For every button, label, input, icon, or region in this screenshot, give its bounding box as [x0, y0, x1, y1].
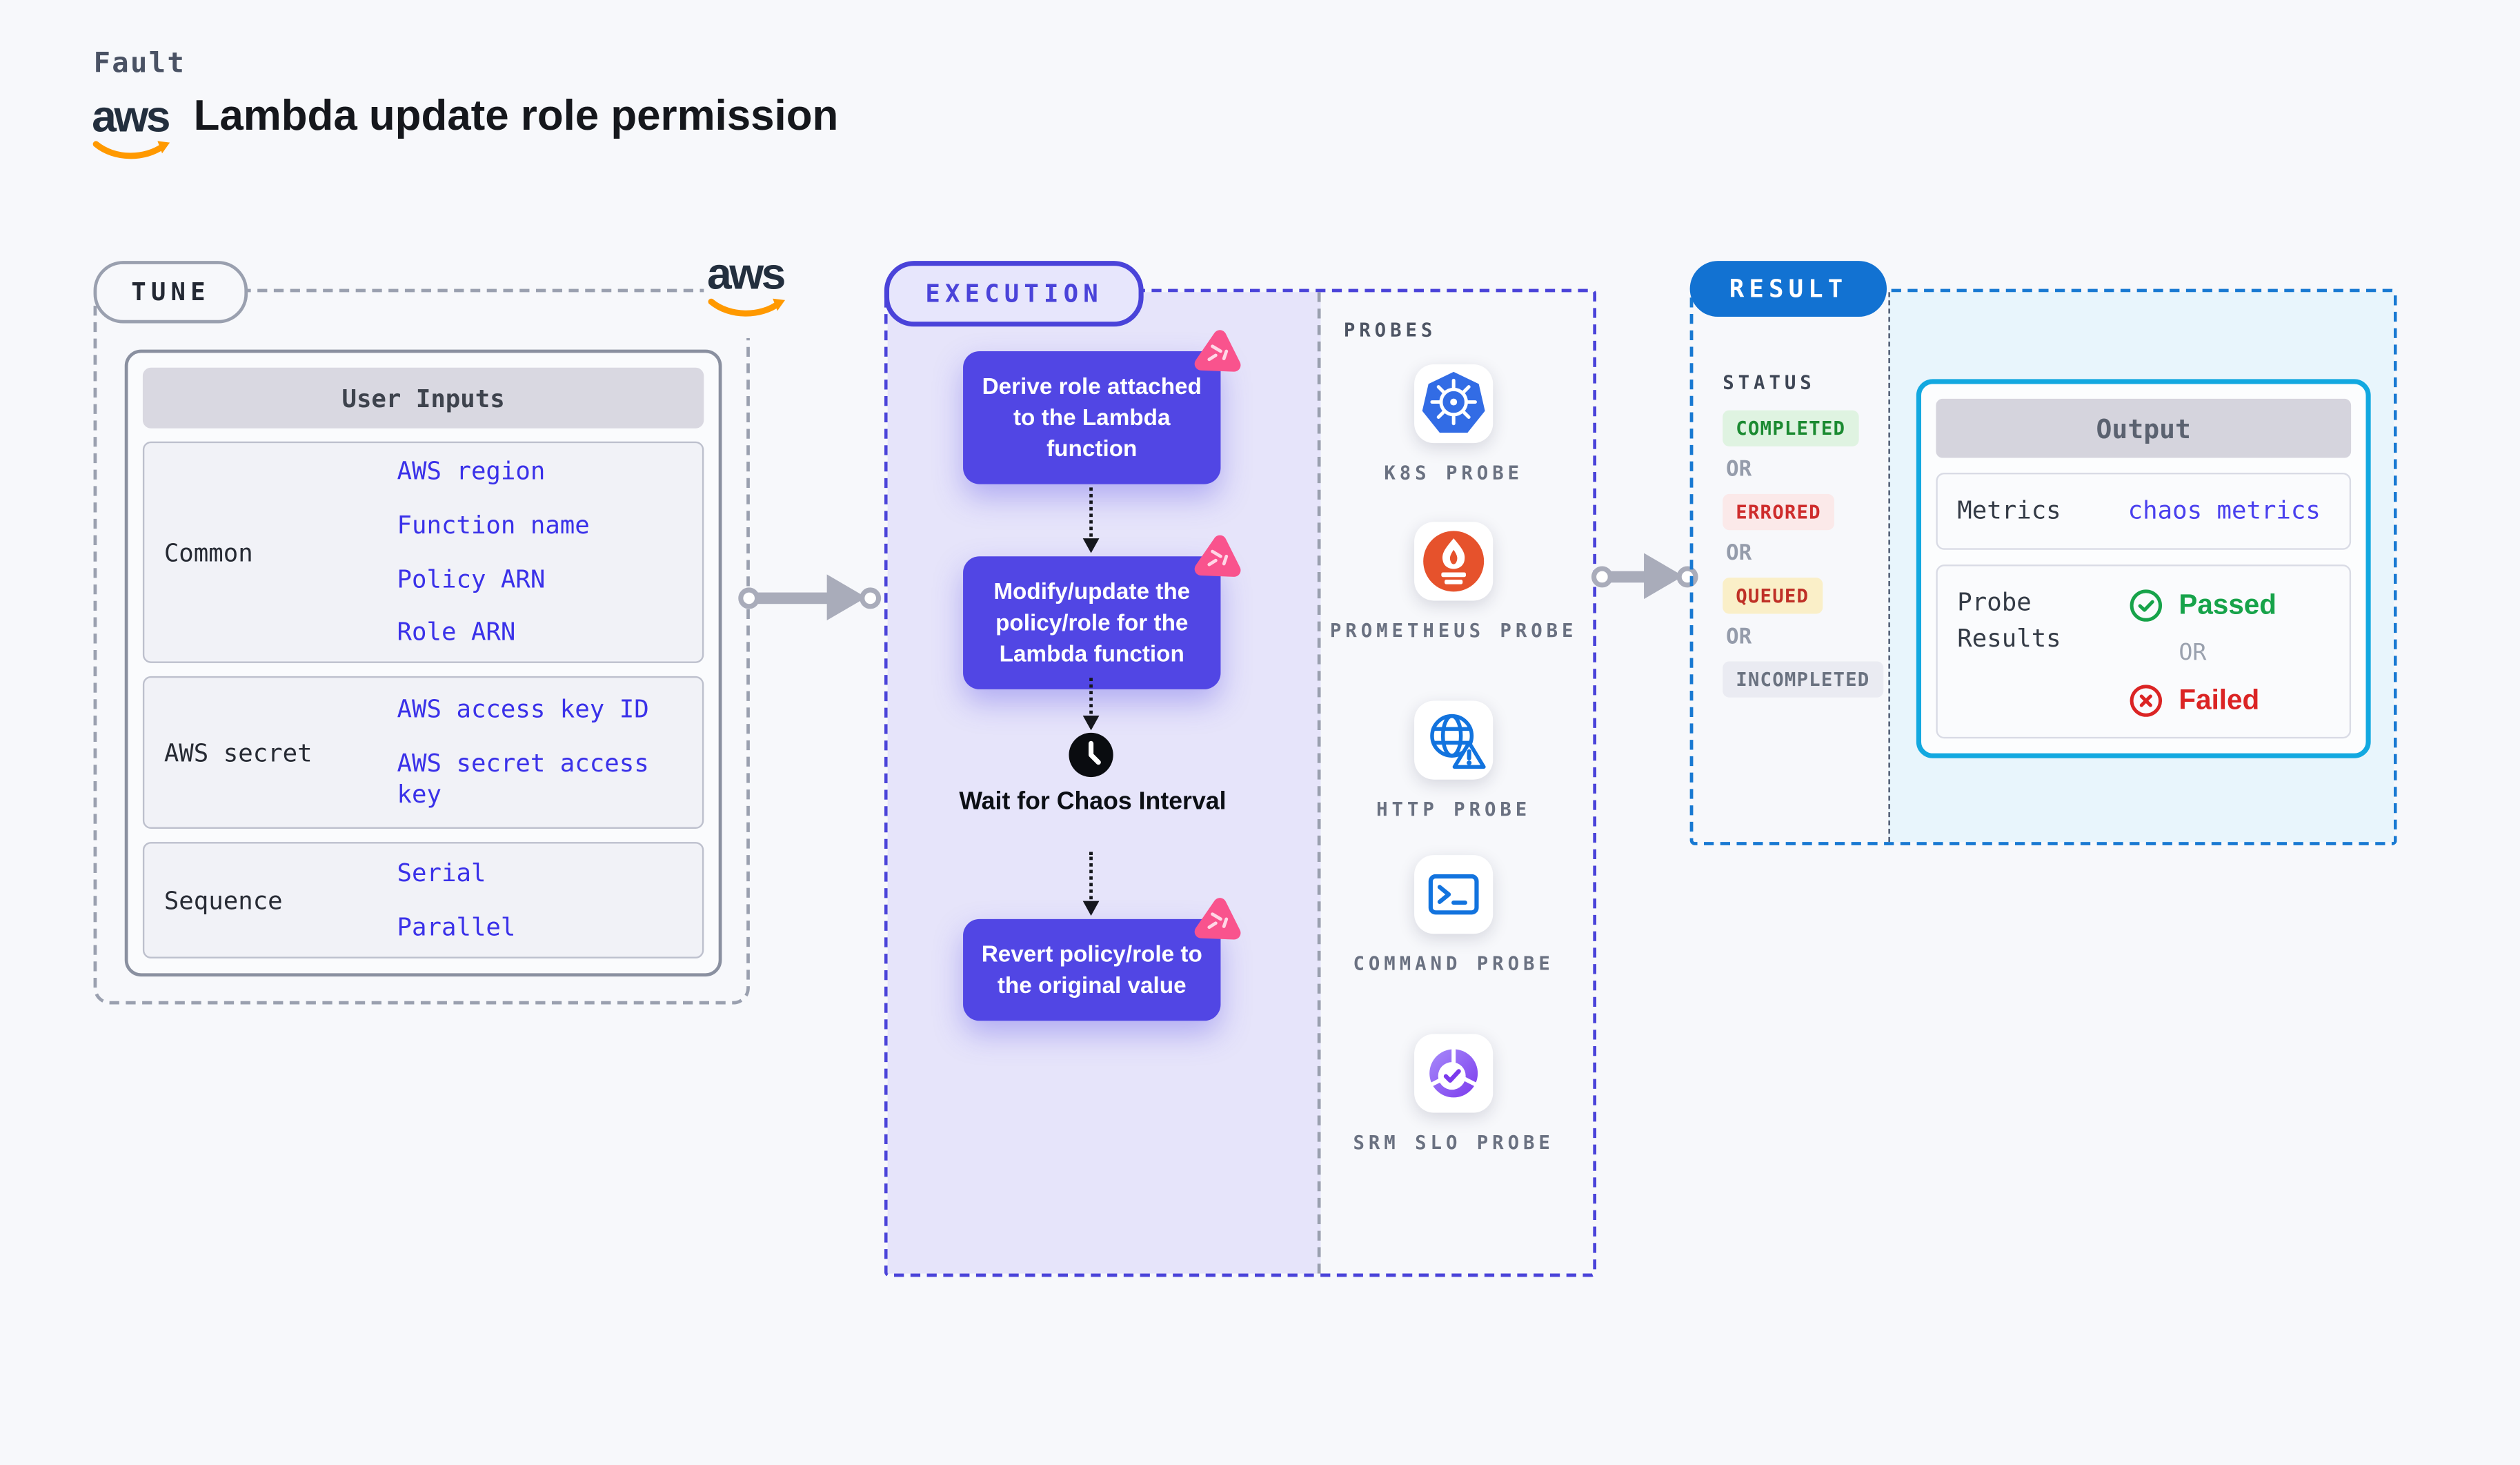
terminal-icon — [1414, 855, 1494, 934]
row-label: Common — [163, 537, 253, 567]
passed-label: Passed — [2179, 588, 2277, 620]
probe-command[interactable]: COMMAND PROBE — [1314, 855, 1593, 981]
aws-logo-tune: aws — [704, 249, 796, 338]
status-title: STATUS — [1723, 371, 1816, 394]
step-label: Revert policy/role to the original value — [981, 940, 1202, 998]
result-pill[interactable]: RESULT — [1689, 261, 1887, 317]
execution-section: Derive role attached to the Lambda funct… — [884, 288, 1597, 1277]
tune-pill[interactable]: TUNE — [93, 261, 248, 324]
kubernetes-icon — [1414, 364, 1494, 444]
flow-connector — [1082, 678, 1099, 731]
input-link-parallel[interactable]: Parallel — [397, 912, 516, 941]
user-inputs-header: User Inputs — [142, 367, 704, 429]
probe-prometheus[interactable]: PROMETHEUS PROBE — [1314, 522, 1593, 647]
table-row-common: Common AWS region Function name Policy A… — [142, 441, 704, 663]
x-circle-icon — [2130, 684, 2163, 716]
probe-srm-slo[interactable]: SRM SLO PROBE — [1314, 1034, 1593, 1159]
input-link-serial[interactable]: Serial — [397, 858, 486, 888]
input-link-aws-region[interactable]: AWS region — [397, 456, 546, 486]
row-label: AWS secret — [163, 738, 312, 767]
prometheus-icon — [1414, 522, 1494, 601]
or-separator: OR — [1725, 625, 1752, 650]
input-link-access-key-id[interactable]: AWS access key ID — [397, 694, 649, 725]
slo-pie-check-icon — [1414, 1034, 1494, 1113]
aws-logo-text: aws — [707, 249, 786, 299]
metrics-row: Metrics chaos metrics — [1936, 472, 2352, 549]
step-modify-policy[interactable]: Modify/update the policy/role for the La… — [963, 535, 1241, 689]
tune-section — [93, 288, 750, 1005]
step-label: Derive role attached to the Lambda funct… — [982, 372, 1202, 461]
status-badge-completed: COMPLETED — [1723, 410, 1859, 446]
execution-pill[interactable]: EXECUTION — [884, 261, 1144, 327]
step-revert-policy[interactable]: Revert policy/role to the original value — [963, 898, 1241, 1021]
probe-result-passed: Passed — [2128, 587, 2276, 622]
output-card: Output Metrics chaos metrics Probe Resul… — [1916, 379, 2371, 758]
probe-label: HTTP PROBE — [1376, 797, 1531, 821]
probe-label: SRM SLO PROBE — [1353, 1130, 1554, 1154]
input-link-policy-arn[interactable]: Policy ARN — [397, 563, 546, 593]
probes-title: PROBES — [1343, 318, 1437, 342]
chaos-metrics-link[interactable]: chaos metrics — [2127, 495, 2321, 526]
step-derive-role[interactable]: Derive role attached to the Lambda funct… — [963, 330, 1241, 484]
probe-http[interactable]: HTTP PROBE — [1314, 700, 1593, 827]
table-row-sequence: Sequence Serial Parallel — [142, 842, 704, 958]
status-badge-queued: QUEUED — [1723, 578, 1823, 614]
input-link-secret-access-key[interactable]: AWS secret access key — [397, 748, 649, 809]
tune-to-execution-arrow — [738, 574, 886, 620]
flow-connector — [1082, 487, 1099, 553]
probe-result-failed: Failed — [2128, 682, 2276, 718]
status-badge-errored: ERRORED — [1723, 493, 1834, 531]
probe-label: PROMETHEUS PROBE — [1329, 618, 1578, 642]
or-separator: OR — [1725, 541, 1752, 567]
wait-for-chaos-label: Wait for Chaos Interval — [959, 787, 1227, 816]
or-separator: OR — [1725, 458, 1752, 483]
execution-to-result-arrow — [1591, 553, 1706, 600]
aws-smile-icon — [708, 298, 786, 317]
aws-logo: aws — [92, 95, 177, 170]
input-link-function-name[interactable]: Function name — [397, 510, 590, 540]
user-inputs-table: User Inputs Common AWS region Function n… — [124, 349, 722, 977]
status-badge-incompleted: INCOMPLETED — [1723, 661, 1883, 698]
fault-eyebrow: Fault — [93, 47, 186, 81]
execution-flow-panel: Derive role attached to the Lambda funct… — [887, 292, 1321, 1274]
step-label: Modify/update the policy/role for the La… — [993, 578, 1191, 667]
chaos-icon — [1194, 898, 1241, 940]
flow-connector — [1082, 852, 1099, 916]
chaos-icon — [1194, 330, 1241, 372]
metrics-label: Metrics — [1957, 495, 2061, 526]
probes-panel: PROBES K8S PROBE — [1314, 292, 1593, 1273]
probe-results-label: Probe Results — [1957, 587, 2061, 653]
table-row-aws-secret: AWS secret AWS access key ID AWS secret … — [142, 676, 704, 829]
failed-label: Failed — [2179, 683, 2260, 715]
probe-label: COMMAND PROBE — [1353, 952, 1554, 975]
probe-label: K8S PROBE — [1384, 461, 1524, 484]
page-title: Lambda update role permission — [193, 90, 839, 140]
or-separator: OR — [2179, 639, 2207, 666]
aws-smile-icon — [92, 141, 170, 159]
clock-icon — [1068, 732, 1114, 778]
probe-results-row: Probe Results Passed OR Failed — [1936, 563, 2352, 738]
status-list: COMPLETED OR ERRORED OR QUEUED OR INCOMP… — [1723, 410, 1883, 698]
output-header: Output — [1936, 398, 2352, 458]
probe-k8s[interactable]: K8S PROBE — [1314, 364, 1593, 490]
http-globe-icon — [1414, 700, 1494, 780]
aws-logo-text: aws — [92, 92, 170, 141]
chaos-icon — [1194, 535, 1241, 577]
check-circle-icon — [2130, 589, 2163, 621]
row-label: Sequence — [163, 885, 283, 915]
input-link-role-arn[interactable]: Role ARN — [397, 617, 516, 647]
